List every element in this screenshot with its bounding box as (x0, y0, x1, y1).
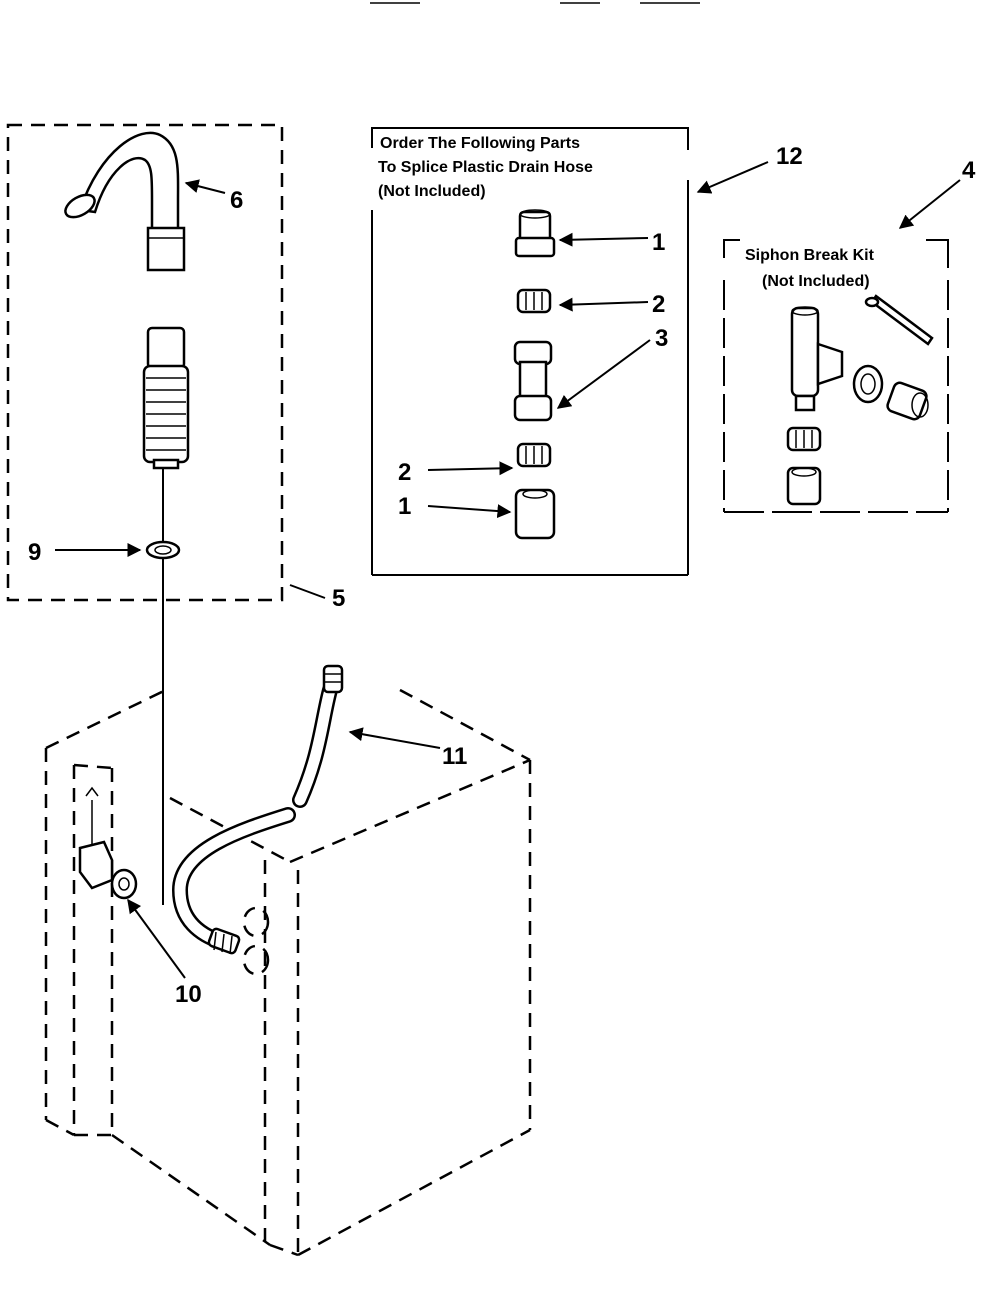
part-3-coupler (513, 340, 553, 422)
callout-12: 12 (776, 143, 803, 170)
callout-10: 10 (175, 981, 202, 1008)
callout-9: 9 (28, 539, 41, 566)
siphon-box-line-2: (Not Included) (762, 273, 870, 290)
callout-3: 3 (655, 325, 668, 352)
siphon-connector-bottom (786, 466, 822, 506)
siphon-break-kit-box (723, 239, 949, 513)
splice-parts-box (371, 127, 689, 576)
siphon-tie-strap (864, 294, 934, 346)
cabinet-hose-ports (242, 906, 270, 976)
callout-1-top: 1 (652, 229, 665, 256)
callout-6: 6 (230, 187, 243, 214)
corrugated-hose-segment (142, 326, 190, 470)
callout-1-bottom: 1 (398, 493, 411, 520)
splice-box-line-2: To Splice Plastic Drain Hose (378, 159, 593, 176)
washer-cabinet-outline (44, 686, 532, 1257)
callout-2-bottom: 2 (398, 459, 411, 486)
siphon-ring-bottom (786, 426, 822, 452)
splice-box-line-1: Order The Following Parts (380, 135, 580, 152)
siphon-ring-right (852, 364, 884, 404)
drain-hose-kit-box (6, 123, 284, 602)
part-6-hose-hook (64, 131, 186, 272)
part-10-drain-elbow (78, 786, 138, 900)
callout-2-top: 2 (652, 291, 665, 318)
part-1-connector-top (514, 209, 556, 258)
part-2-ring-bottom (516, 442, 552, 468)
siphon-tee-fitting (790, 306, 844, 412)
part-9-clamp (145, 540, 181, 560)
callout-5: 5 (332, 585, 345, 612)
callout-11: 11 (442, 743, 467, 770)
callout-4: 4 (962, 157, 976, 184)
siphon-cap-right (886, 381, 929, 421)
splice-box-line-3: (Not Included) (378, 183, 486, 200)
part-11-drain-hose (171, 664, 344, 955)
part-2-ring-top (516, 288, 552, 314)
siphon-box-line-1: Siphon Break Kit (745, 247, 875, 264)
part-1-connector-bottom (514, 488, 556, 540)
